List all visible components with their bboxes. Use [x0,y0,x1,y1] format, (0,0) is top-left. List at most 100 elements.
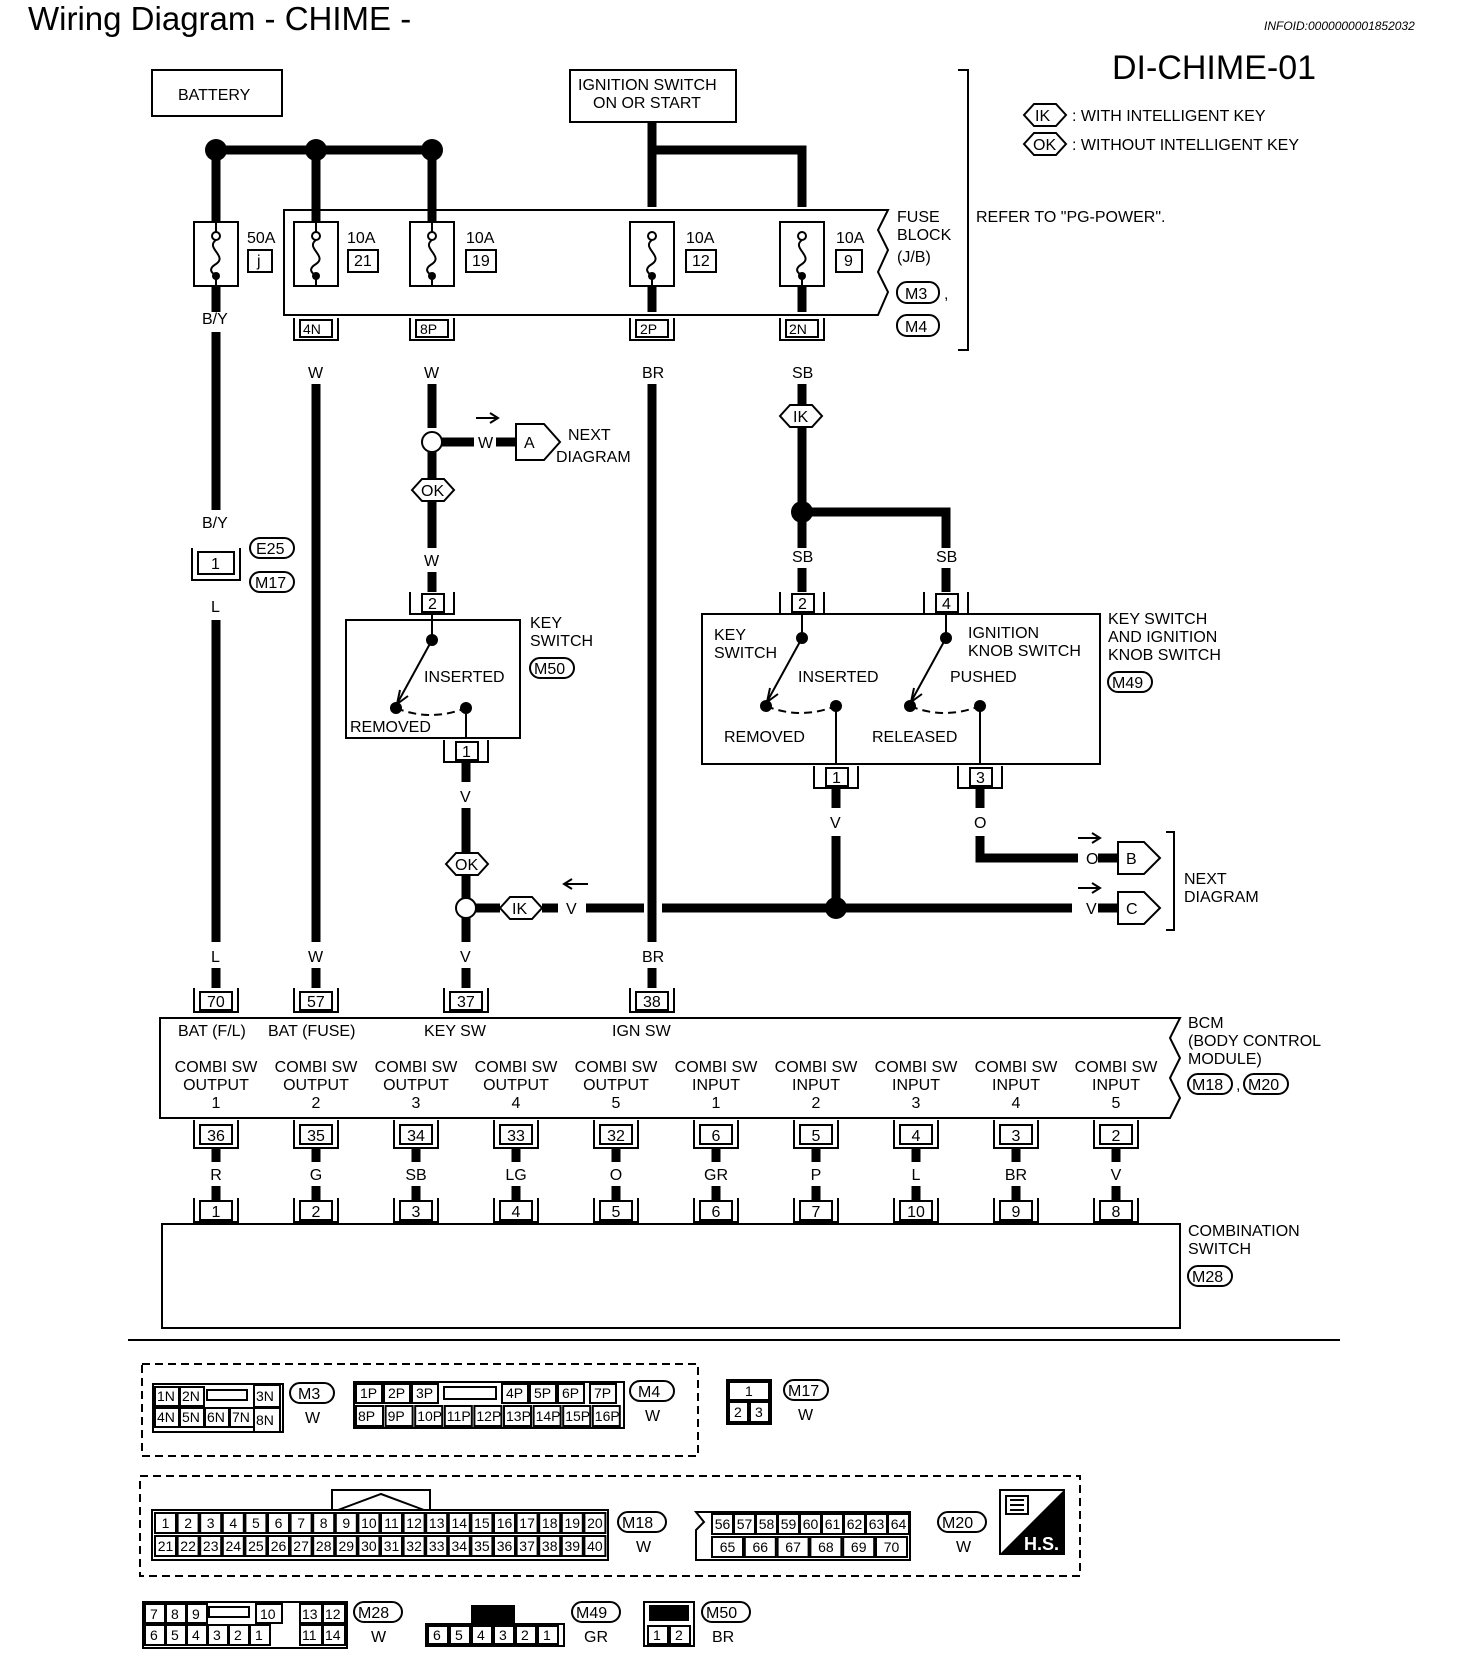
bcm-combi-label-line1: COMBI SW [1075,1059,1159,1076]
fuse-9-amp: 10A [836,230,865,247]
svg-text:M28: M28 [358,1605,389,1622]
m4-top-cavity: 7P [594,1385,611,1401]
bcm: 70 BAT (F/L) 57 BAT (FUSE) 37 KEY SW 38 … [159,988,1321,1119]
m18-top-cavity: 9 [342,1515,350,1531]
wire-w-fuse19: W [424,365,440,382]
svg-text:14: 14 [325,1627,341,1643]
m4-bottom-cavity: 10P [417,1408,442,1424]
fuse-21-amp: 10A [347,230,376,247]
bcm-combi-label-line1: COMBI SW [375,1059,459,1076]
svg-text:1N: 1N [157,1388,175,1404]
m18-top-cavity: 3 [207,1515,215,1531]
connector-m49-view: 6 5 4 3 2 1 M49 GR [425,1601,621,1647]
m18-bottom-cavity: 40 [587,1538,603,1554]
legend-ok-text: : WITHOUT INTELLIGENT KEY [1072,137,1299,154]
m20-top-cavity: 58 [759,1516,775,1532]
svg-text:,: , [1236,1077,1240,1094]
m18-bottom-cavity: 23 [203,1538,219,1554]
svg-text:11: 11 [302,1627,317,1643]
combsw-pin-number: 7 [812,1204,821,1221]
fuse-j: 50A j [193,221,276,287]
svg-text:4: 4 [192,1627,200,1643]
fuse-9: 10A 9 [779,221,865,287]
bcm-combi-pin-number: 35 [307,1128,325,1145]
svg-text:IGNITION: IGNITION [968,625,1039,642]
m18-view-color: W [636,1539,652,1556]
svg-text:3N: 3N [256,1388,274,1404]
connector-m28-view: 7 8 9 10 13 12 6 5 4 3 2 1 11 14 M28 W [142,1601,403,1649]
m4-view-name: M4 [638,1384,660,1401]
svg-text:1: 1 [462,744,471,761]
combi-wire-color: LG [505,1167,526,1184]
bcm-combi-pin-number: 36 [207,1128,225,1145]
bcm-combi-pin-number: 4 [912,1128,921,1145]
key-switch-conn: M50 [534,661,565,678]
fuse-12-amp: 10A [686,230,715,247]
next-diagram-a-label-1: NEXT [568,427,611,444]
bcm-combi-pin-number: 6 [712,1128,721,1145]
joint-connector-e25-m17: 1 E25 M17 [191,537,295,593]
svg-text:5N: 5N [182,1409,200,1425]
svg-text:5: 5 [455,1627,463,1643]
wire-w-next: W [478,435,494,452]
key-switch-title-2: SWITCH [530,633,593,650]
fuse-block-outline [283,209,890,316]
svg-text:8P: 8P [420,321,437,337]
m20-bottom-cavity: 68 [818,1539,834,1555]
wire-w-fuse21: W [308,365,324,382]
ignition-label-2: ON OR START [593,95,701,112]
bcm-combi-label-line1: COMBI SW [175,1059,259,1076]
bcm-combi-label-line2: INPUT [692,1077,740,1094]
bcm-title-2: (BODY CONTROL [1188,1033,1321,1050]
svg-text:BAT (FUSE): BAT (FUSE) [268,1023,355,1040]
fuse-block-label-3: (J/B) [897,249,931,266]
m18-top-cavity: 10 [361,1515,377,1531]
bcm-combi-pin-number: 3 [1012,1128,1021,1145]
wire-v-next: V [1086,901,1097,918]
m18-bottom-cavity: 26 [271,1538,287,1554]
bcm-combi-label-line2: OUTPUT [283,1077,349,1094]
m18-top-cavity: 19 [565,1515,581,1531]
m20-view-name: M20 [942,1515,973,1532]
refer-text: REFER TO "PG-POWER". [976,209,1165,226]
bcm-combi-pin-number: 5 [812,1128,821,1145]
m18-top-cavity: 18 [542,1515,558,1531]
svg-text:3: 3 [976,770,985,787]
svg-text:6N: 6N [207,1409,225,1425]
m4-bottom-cavity: 12P [476,1408,501,1424]
bcm-combi-label-line2: INPUT [1092,1077,1140,1094]
bcm-conn-m20: M20 [1248,1077,1279,1094]
combsw-pin-number: 5 [612,1204,621,1221]
combsw-title-2: SWITCH [1188,1241,1251,1258]
page-title: Wiring Diagram - CHIME - [28,0,411,37]
ik-tag-upper: IK [793,409,808,426]
svg-text:1: 1 [745,1383,753,1399]
m4-top-cavity: 1P [360,1385,377,1401]
next-diagram-a: A [524,435,535,452]
svg-text:2: 2 [428,596,437,613]
bcm-combi-label-line1: COMBI SW [875,1059,959,1076]
wire-l-jc: L [211,599,220,616]
m18-bottom-cavity: 33 [429,1538,445,1554]
svg-text:INSERTED: INSERTED [798,669,879,686]
combi-wire-color: BR [1005,1167,1027,1184]
svg-text:4N: 4N [157,1409,175,1425]
bcm-combi-label-line3: 2 [812,1095,821,1112]
bcm-combi-label-line3: 4 [1012,1095,1021,1112]
next-diagram-b: B [1126,851,1137,868]
wire-br-bcm38: BR [642,949,664,966]
m18-top-cavity: 4 [229,1515,237,1531]
bcm-combi-pin-number: 34 [407,1128,425,1145]
combsw-pin-number: 3 [412,1204,421,1221]
m18-top-cavity: 8 [320,1515,328,1531]
bcm-combi-pin-number: 33 [507,1128,525,1145]
bcm-pin-37: 37 KEY SW [424,988,489,1040]
m18-top-cavity: 11 [384,1515,399,1531]
svg-text:1: 1 [653,1627,661,1643]
connector-m17-view: 1 2 3 M17 W [726,1379,829,1425]
wire-by-top: B/Y [202,311,228,328]
wire-sb-top: SB [792,365,813,382]
